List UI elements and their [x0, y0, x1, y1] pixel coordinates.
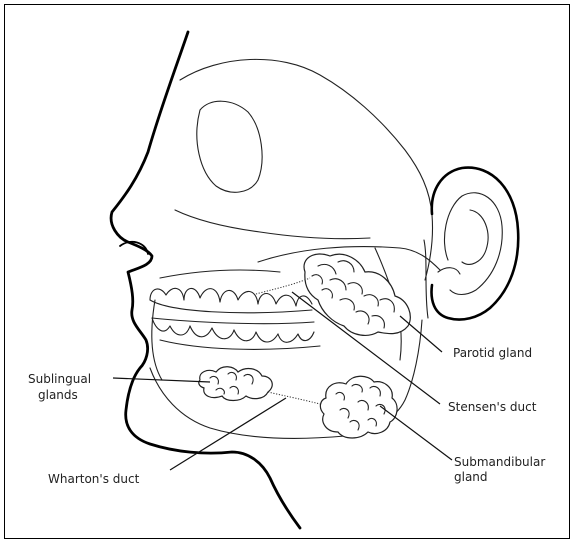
parotid-gland-label: Parotid gland [453, 346, 532, 360]
maxilla [160, 270, 280, 278]
submandibular-gland [320, 376, 397, 438]
sublingual-label-line2: glands [38, 388, 78, 402]
parotid-leader [400, 316, 442, 352]
stensens-duct-label: Stensen's duct [448, 400, 536, 414]
face-profile [111, 32, 300, 528]
sublingual-glands [199, 367, 272, 401]
submandibular-label-line1: Submandibular [454, 455, 545, 469]
upper-teeth [150, 288, 312, 312]
eye-orbit [197, 101, 262, 192]
stensens-duct [256, 278, 310, 294]
submandibular-leader [380, 406, 452, 460]
ear-canal [438, 268, 460, 274]
ear-inner [444, 193, 502, 295]
submandibular-label-line2: gland [454, 470, 488, 484]
lower-teeth [152, 318, 320, 349]
wharton-leader [170, 398, 286, 470]
cheekbone [175, 210, 370, 239]
ear-helix [462, 210, 488, 264]
ear-lobe-line [424, 240, 428, 318]
sublingual-label-line1: Sublingual [28, 372, 91, 386]
skull-outline [180, 59, 433, 280]
whartons-duct-label: Wharton's duct [48, 472, 139, 486]
parotid-gland [304, 254, 410, 335]
